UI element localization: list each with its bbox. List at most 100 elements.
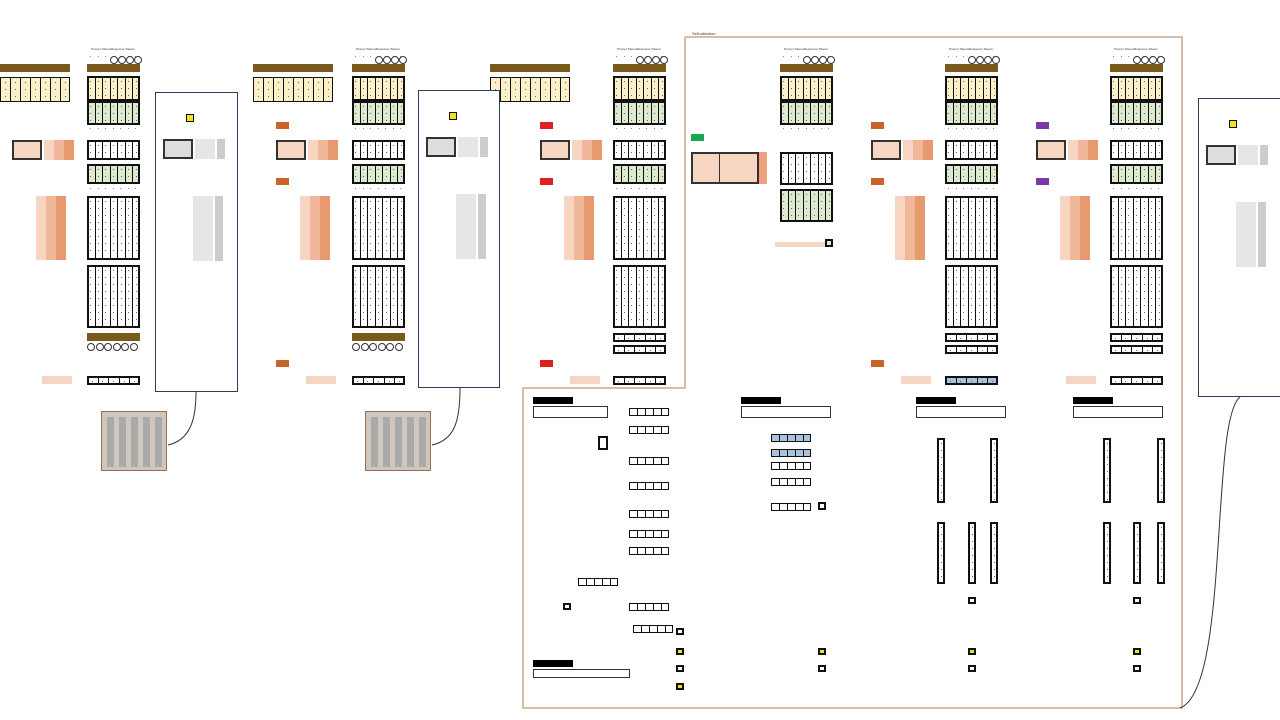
grid-divider <box>94 140 96 160</box>
cell-value <box>1128 277 1130 278</box>
index-mark <box>1128 56 1129 57</box>
grid-divider <box>960 196 962 260</box>
cell-value <box>806 208 807 209</box>
cell-value <box>385 113 387 114</box>
tall-vector <box>937 438 945 503</box>
cell-value <box>1136 562 1138 563</box>
index-mark <box>631 188 632 189</box>
index-mark <box>400 188 401 189</box>
cell-value <box>978 312 980 313</box>
token-circle <box>827 56 835 64</box>
grid-divider <box>1147 140 1149 160</box>
index-mark <box>978 128 979 129</box>
index-mark <box>948 56 949 57</box>
cell-value <box>120 312 122 313</box>
cell-value <box>978 176 980 177</box>
cell-value <box>1128 305 1130 306</box>
vector-grid <box>771 462 811 470</box>
index-mark <box>783 56 784 57</box>
index-mark <box>955 188 957 189</box>
cell-value <box>1136 152 1137 153</box>
cell-value <box>955 243 957 244</box>
small-cell <box>676 628 684 635</box>
token-embedding-bar <box>613 64 666 72</box>
cell-value <box>135 236 137 237</box>
cell-value <box>1106 499 1108 500</box>
index-mark <box>370 128 371 129</box>
tall-vector <box>1133 522 1141 584</box>
cell-value <box>1106 450 1108 451</box>
cell-value <box>639 350 640 351</box>
cell-value <box>1120 95 1122 96</box>
cell-value <box>393 305 395 306</box>
token-circle <box>660 56 668 64</box>
cell-value <box>378 381 379 382</box>
cell-value <box>362 305 364 306</box>
cell-value <box>90 250 92 251</box>
cell-value <box>97 176 99 177</box>
vector-grid <box>629 408 669 416</box>
cell-value <box>948 113 950 114</box>
cell-value <box>97 312 99 313</box>
cell-value <box>654 229 656 230</box>
cell-value <box>623 312 625 313</box>
cell-value <box>297 96 299 97</box>
grid-divider <box>976 333 978 342</box>
cell-value <box>355 312 357 313</box>
cell-value <box>986 222 988 223</box>
cell-value <box>370 270 372 271</box>
index-mark <box>355 56 356 57</box>
cell-value <box>135 319 137 320</box>
cell-value <box>1113 243 1115 244</box>
cell-value <box>97 215 99 216</box>
grid-divider <box>382 140 384 160</box>
cell-value <box>978 229 980 230</box>
cell-value <box>948 291 950 292</box>
cell-value <box>135 176 137 177</box>
cell-value <box>993 106 995 107</box>
thumbnail-column <box>395 417 402 467</box>
cell-value <box>105 229 107 230</box>
cell-value <box>623 120 625 121</box>
cell-value <box>828 120 830 121</box>
output-circle <box>386 343 394 351</box>
cell-value <box>120 243 122 244</box>
score-grid <box>945 164 998 184</box>
cell-value <box>993 208 995 209</box>
cell-value <box>986 208 988 209</box>
cell-value <box>113 208 114 209</box>
cell-value <box>1151 236 1153 237</box>
cell-value <box>362 277 364 278</box>
cell-value <box>616 113 618 114</box>
cell-value <box>971 291 972 292</box>
cell-value <box>978 113 980 114</box>
cell-value <box>514 89 516 90</box>
index-mark <box>105 56 106 57</box>
grid-divider <box>109 101 111 125</box>
index-mark <box>135 188 136 189</box>
cell-value <box>1128 176 1130 177</box>
cell-value <box>1128 291 1130 292</box>
grid-divider <box>650 164 652 184</box>
index-mark <box>631 128 632 129</box>
cell-value <box>128 113 130 114</box>
cell-value <box>1151 250 1153 251</box>
grid-divider <box>1132 196 1134 260</box>
cell-value <box>949 381 951 382</box>
grid-divider <box>960 76 962 101</box>
cell-value <box>616 291 618 292</box>
grid-divider <box>658 164 660 184</box>
grid-divider <box>967 101 969 125</box>
cell-value <box>940 562 942 563</box>
cell-value <box>783 171 785 172</box>
cell-value <box>993 562 995 563</box>
grid-divider <box>359 265 361 328</box>
cell-value <box>105 277 107 278</box>
cell-value <box>1136 312 1137 313</box>
cell-value <box>1125 338 1127 339</box>
cell-value <box>813 201 815 202</box>
grid-divider <box>795 76 797 101</box>
cell-value <box>971 534 973 535</box>
cell-value <box>1143 291 1145 292</box>
grid-divider <box>374 140 376 160</box>
